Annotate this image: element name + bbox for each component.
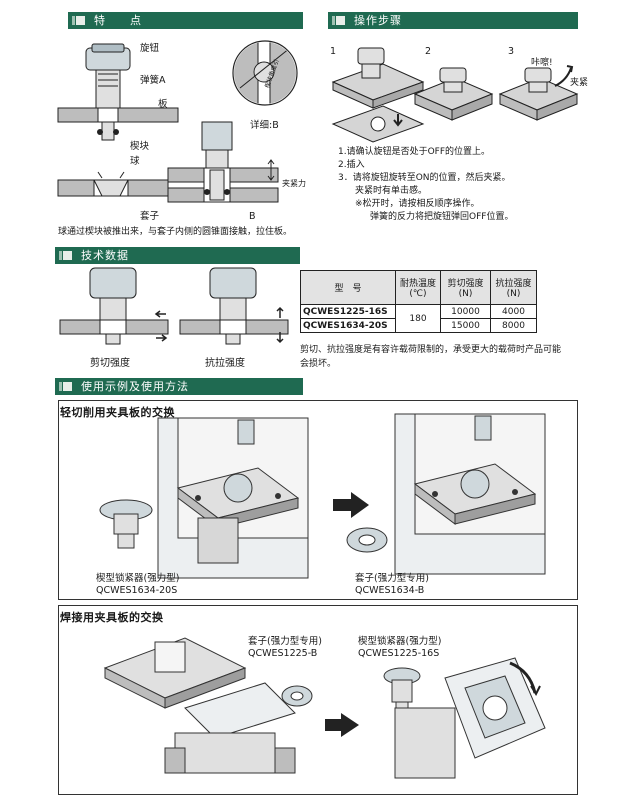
operation-line-3: 3．请将旋钮旋转至ON的位置，然后夹紧。 [338, 173, 511, 183]
panel1-title: 轻切削用夹具板的交换 [60, 406, 175, 419]
shear-strength-diagram [59, 267, 169, 345]
panel2-title: 焊接用夹具板的交换 [60, 611, 164, 624]
panel1-arrow [333, 492, 369, 518]
p2-clamp-model: QCWES1225-16S [358, 648, 440, 659]
table-row: QCWES1634-20S 15000 8000 [300, 318, 537, 333]
panel2-welding-fixture-after [394, 657, 546, 779]
p2-clamp-name: 楔型锁紧器(强力型) [358, 636, 442, 647]
label-plate: 板 [158, 99, 168, 110]
operation-line-4: 夹紧时有单击感。 [355, 186, 428, 196]
step-1-number: 1 [330, 46, 337, 57]
operation-line-5: ※松开时，请按相反顺序操作。 [355, 199, 480, 209]
step-3-sound: 咔嚓! [531, 58, 553, 68]
features-detail-circle [232, 40, 298, 106]
cell-model: QCWES1225-16S [300, 304, 396, 319]
tensile-strength-diagram [179, 267, 289, 345]
p1-clamp-model: QCWES1634-20S [96, 585, 178, 596]
operation-line-6: 弹簧的反力将把旋钮弹回OFF位置。 [370, 212, 514, 222]
step-3-illustration [498, 65, 579, 121]
step-1-illustration [331, 47, 425, 143]
panel1-clamp-part [99, 499, 153, 549]
label-b: B [249, 211, 256, 222]
label-knob: 旋钮 [140, 43, 160, 54]
cell-shear: 15000 [440, 318, 491, 333]
usage-section-header: 使用示例及使用方法 [55, 378, 303, 395]
panel2-arrow [325, 713, 359, 737]
table-row: QCWES1225-16S 180 10000 4000 [300, 304, 537, 333]
panel1-machine-after [394, 413, 546, 575]
shear-strength-label: 剪切强度 [90, 358, 130, 369]
usage-section-title: 使用示例及使用方法 [81, 380, 189, 393]
step-3-number: 3 [508, 46, 515, 57]
operation-section-title: 操作步骤 [354, 14, 402, 27]
cell-tensile: 8000 [490, 318, 537, 333]
label-ball: 球 [130, 156, 140, 167]
cell-temp: 180 [395, 304, 441, 333]
specs-note: 剪切、抗拉强度是有容许载荷限制的，承受更大的载荷时产品可能会损坏。 [300, 345, 562, 369]
p1-clamp-name: 楔型锁紧器(强力型) [96, 573, 180, 584]
step-3-clamp: 夹紧 [570, 78, 589, 88]
th-shear: 剪切强度 (N) [440, 270, 491, 305]
p1-sleeve-name: 套子(强力型专用) [355, 573, 429, 584]
operation-section-header: 操作步骤 [328, 12, 578, 29]
features-section-title: 特 点 [94, 14, 142, 27]
p2-sleeve-name: 套子(强力型专用) [248, 636, 322, 647]
panel1-sleeve-part [346, 527, 388, 553]
cell-shear: 10000 [440, 304, 491, 319]
features-caption: 球通过楔块被推出来，与套子内侧的圆锥面接触，拉住板。 [58, 227, 293, 237]
operation-line-1: 1.请确认旋钮是否处于OFF的位置上。 [338, 147, 491, 157]
features-diagram-unlocked [57, 43, 179, 141]
features-section-header: 特 点 [68, 12, 303, 29]
tensile-strength-label: 抗拉强度 [205, 358, 245, 369]
label-detail: 详细:B [250, 120, 279, 131]
features-diagram-clamped [167, 121, 279, 203]
label-block: 楔块 [130, 141, 150, 152]
p2-sleeve-model: QCWES1225-B [248, 648, 318, 659]
label-sleeve: 套子 [140, 211, 160, 222]
label-clamp-force: 夹紧力 [282, 179, 306, 188]
spec-table: 型 号 耐热温度 (℃) 剪切强度 (N) 抗拉强度 (N) QCWES1225… [300, 270, 537, 333]
panel2-welding-fixture-before [103, 637, 296, 774]
th-temp: 耐热温度 (℃) [395, 270, 441, 305]
panel1-machine-before [157, 417, 309, 579]
features-diagram-lower-plate [57, 171, 169, 197]
specs-section-header: 技术数据 [55, 247, 300, 264]
cell-model: QCWES1634-20S [300, 318, 396, 333]
cell-tensile: 4000 [490, 304, 537, 319]
th-model: 型 号 [300, 270, 396, 305]
step-2-illustration [413, 67, 494, 121]
label-spring: 弹簧A [140, 75, 166, 86]
specs-section-title: 技术数据 [81, 249, 129, 262]
th-tensile: 抗拉强度 (N) [490, 270, 537, 305]
p1-sleeve-model: QCWES1634-B [355, 585, 425, 596]
panel2-sleeve-part [281, 685, 313, 707]
step-2-number: 2 [425, 46, 432, 57]
operation-line-2: 2.插入 [338, 160, 365, 170]
